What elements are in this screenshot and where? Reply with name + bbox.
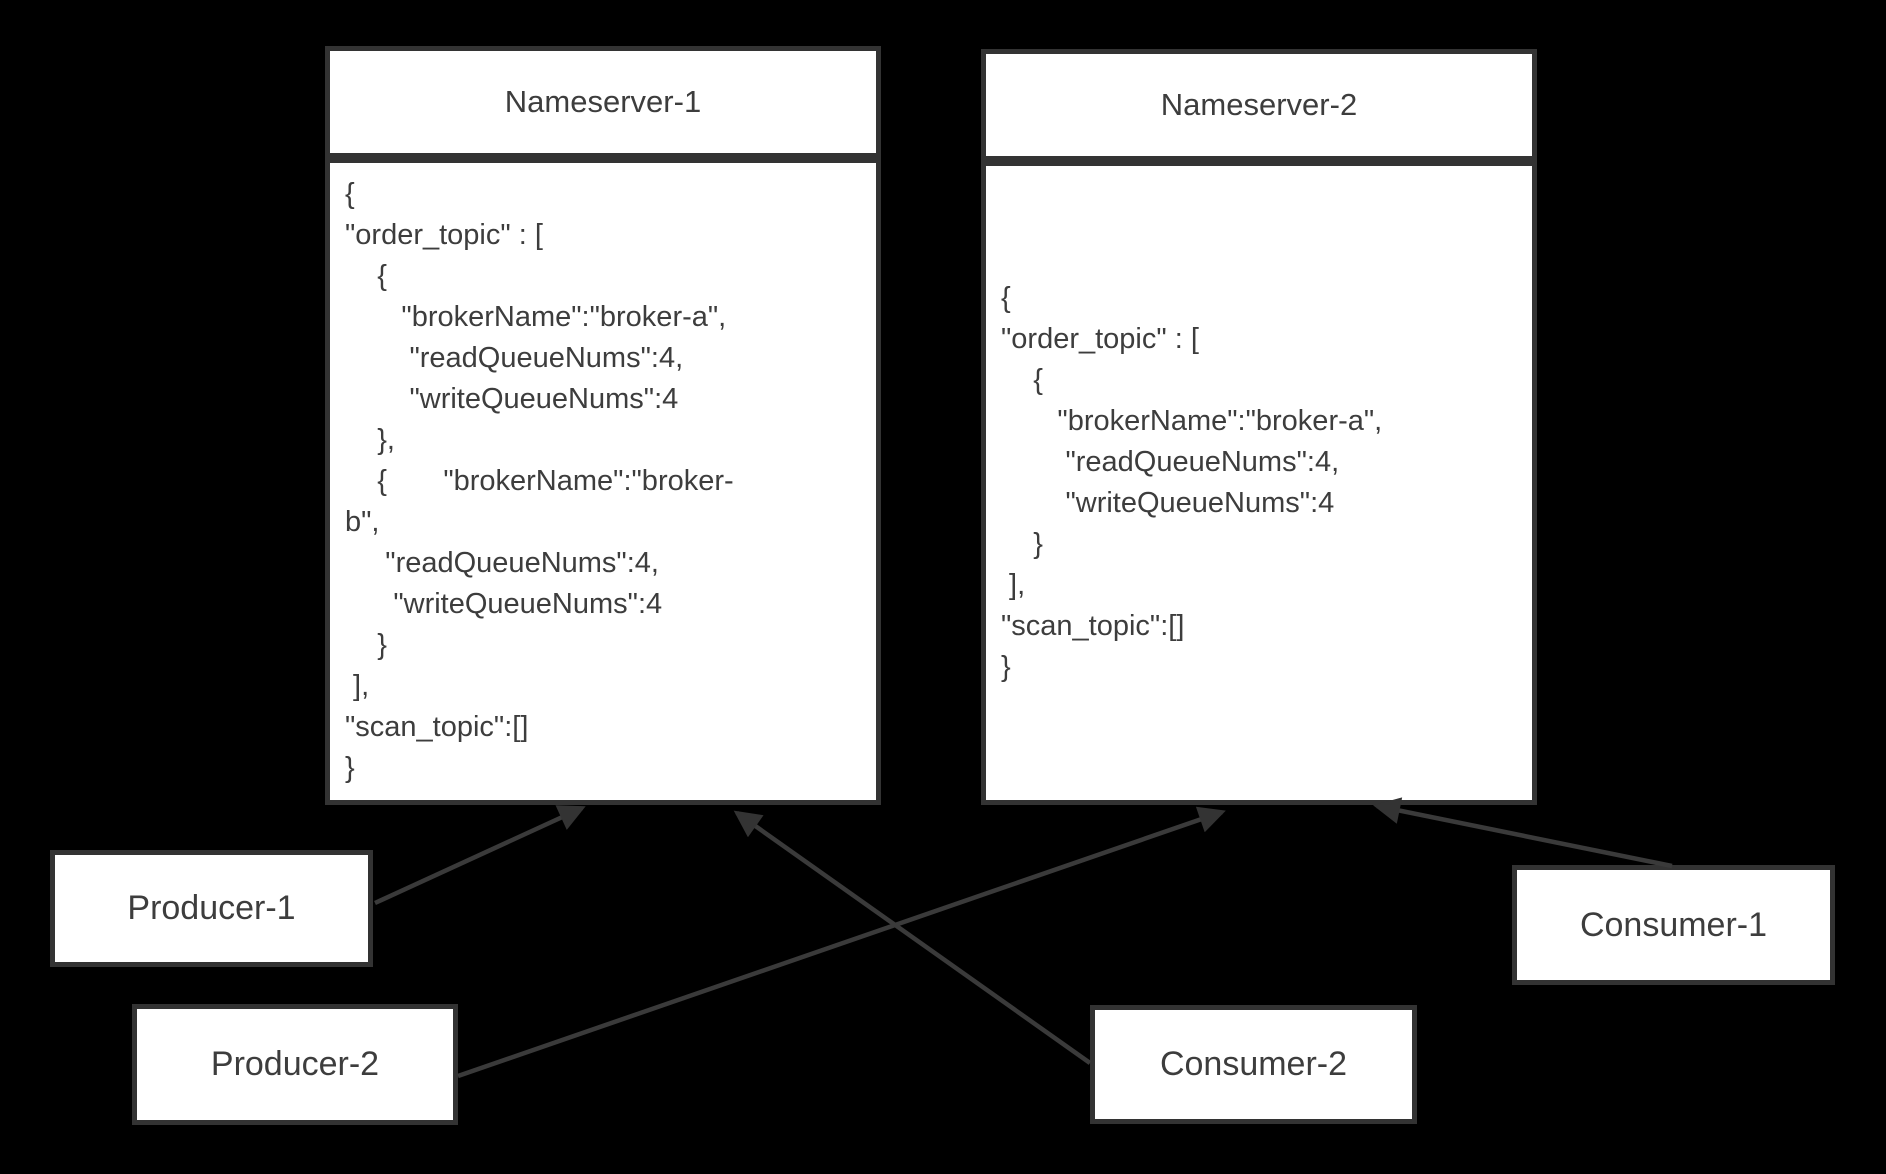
nameserver-2-body: { "order_topic" : [ { "brokerName":"brok… — [986, 166, 1532, 800]
consumer-2-box: Consumer-2 — [1090, 1005, 1417, 1124]
arrow-consumer-1-to-nameserver-2 — [1373, 797, 1673, 869]
consumer-1-box: Consumer-1 — [1512, 865, 1835, 985]
producer-2-box: Producer-2 — [132, 1004, 458, 1125]
nameserver-2-box: Nameserver-2 { "order_topic" : [ { "brok… — [981, 49, 1537, 805]
producer-1-box: Producer-1 — [50, 850, 373, 967]
nameserver-1-title: Nameserver-1 — [330, 51, 876, 163]
arrow-producer-1-to-nameserver-1 — [374, 805, 586, 906]
arrow-consumer-2-to-nameserver-1 — [733, 810, 1092, 1065]
nameserver-1-box: Nameserver-1 { "order_topic" : [ { "brok… — [325, 46, 881, 805]
nameserver-2-route-json: { "order_topic" : [ { "brokerName":"brok… — [1001, 282, 1383, 683]
nameserver-1-body: { "order_topic" : [ { "brokerName":"brok… — [330, 163, 876, 800]
nameserver-1-route-json: { "order_topic" : [ { "brokerName":"brok… — [345, 178, 734, 784]
nameserver-2-title: Nameserver-2 — [986, 54, 1532, 166]
